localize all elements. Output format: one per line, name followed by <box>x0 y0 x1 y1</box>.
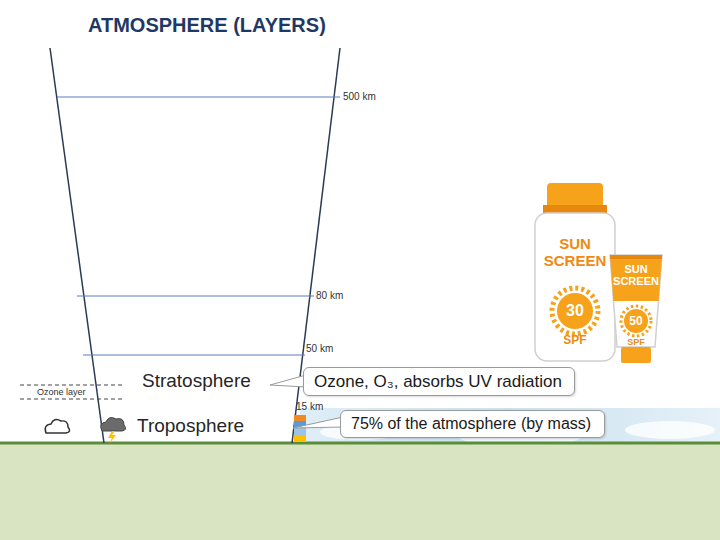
altitude-label: 50 km <box>306 343 333 355</box>
spf-label: SPF <box>533 333 617 347</box>
atmosphere-outline <box>50 48 104 443</box>
sunscreen-tube: SUN SCREEN 50SPF <box>608 255 664 363</box>
storm-cloud-icon <box>101 418 126 431</box>
layer-note: Ozone layer <box>37 387 86 398</box>
cloud-icon <box>45 420 69 433</box>
tube-cap <box>621 347 651 363</box>
ground <box>0 443 720 540</box>
sky-strip <box>300 408 720 444</box>
altitude-label: 500 km <box>343 91 376 103</box>
callout-pointer <box>270 375 306 387</box>
callout-pointer <box>293 417 343 428</box>
altitude-line <box>83 355 305 356</box>
spf-number: 30 <box>533 302 617 320</box>
layer-name: Troposphere <box>137 414 244 437</box>
tube-crimp <box>610 255 662 259</box>
tube-body <box>610 255 662 347</box>
callout-box: 75% of the atmosphere (by mass) <box>340 410 605 438</box>
ozone-dash <box>20 385 125 386</box>
altitude-label: 80 km <box>316 290 343 302</box>
layer-stripe <box>294 428 306 436</box>
ground-line <box>0 442 720 445</box>
lightning-icon <box>108 431 116 444</box>
cloud <box>625 421 715 439</box>
altitude-line <box>77 296 314 297</box>
ozone-dash <box>20 399 125 400</box>
callout-text: 75% of the atmosphere (by mass) <box>351 414 594 434</box>
callout-text: Ozone, O₃, absorbs UV radiation <box>314 371 564 392</box>
diagram-title: ATMOSPHERE (LAYERS) <box>88 14 326 37</box>
layer-name: Stratosphere <box>142 369 251 392</box>
bottle-band <box>543 205 607 213</box>
spf-label: SPF <box>608 337 664 347</box>
layer-stripe <box>294 415 306 421</box>
product-name: SUN SCREEN <box>539 235 611 269</box>
altitude-line <box>57 97 340 98</box>
altitude-label: 15 km <box>296 401 323 413</box>
tube-top <box>610 255 662 301</box>
product-name: SUN SCREEN <box>610 263 662 287</box>
callout-box: Ozone, O₃, absorbs UV radiation <box>303 367 575 396</box>
sunscreen-bottle: SUN SCREEN 30SPF <box>533 183 617 363</box>
spf-number: 50 <box>608 313 664 329</box>
layer-stripe <box>294 436 306 442</box>
